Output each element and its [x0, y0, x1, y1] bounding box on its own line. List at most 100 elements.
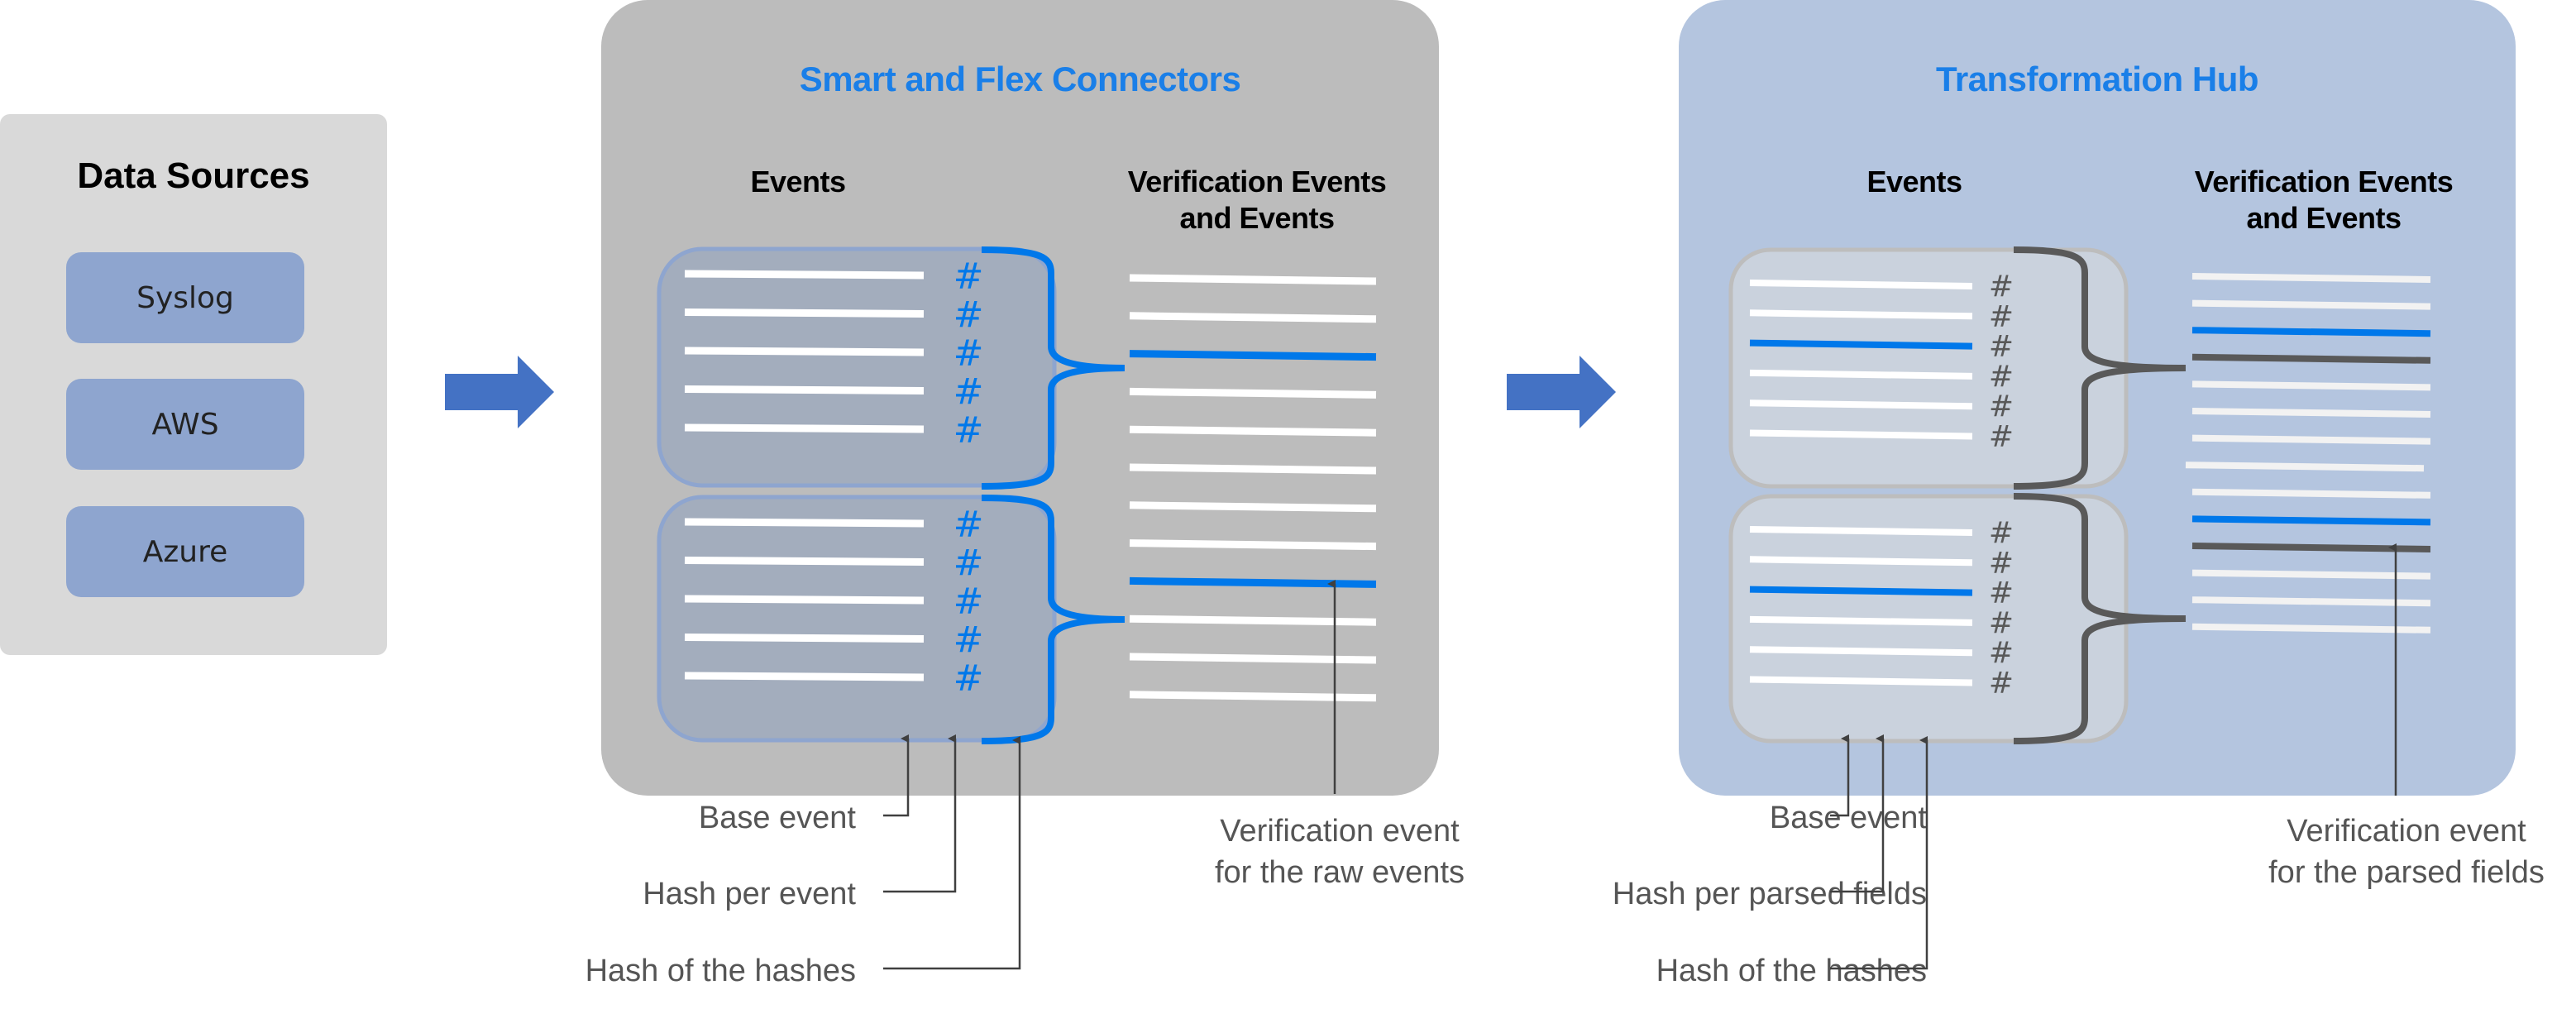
verification-line — [1129, 653, 1377, 664]
hash-symbol: # — [1989, 299, 2014, 333]
pointer-hash-of-hashes — [883, 736, 1021, 970]
event-line — [684, 595, 925, 605]
flow-arrow-icon — [445, 356, 554, 428]
hub-callout-hash-of-hashes: Hash of the hashes — [1656, 954, 1927, 988]
curly-brace — [981, 246, 1126, 490]
callout-verification-raw-line2: for the raw events — [1214, 855, 1465, 890]
callout-hash-per-event: Hash per event — [643, 877, 856, 911]
hash-symbol: # — [953, 409, 984, 452]
hub-pointer-hash-of-hashes — [1830, 736, 1928, 970]
hash-symbol: # — [1989, 606, 2014, 640]
verification-line — [1129, 387, 1377, 399]
pointer-base-event — [883, 734, 910, 817]
event-line — [1749, 646, 1973, 657]
hash-symbol: # — [1989, 270, 2014, 304]
hash-symbol: # — [953, 658, 984, 700]
event-line — [684, 308, 925, 318]
hub-pointer-hash-per-parsed-fields — [1830, 734, 1885, 893]
hub-verification-heading-line2: and Events — [2246, 201, 2402, 235]
verification-line — [1129, 463, 1377, 475]
smart-connectors-title: Smart and Flex Connectors — [799, 60, 1241, 98]
event-line — [1749, 676, 1973, 686]
event-line — [1749, 399, 1973, 410]
hash-symbol: # — [1989, 546, 2014, 580]
verification-line — [2185, 461, 2425, 472]
curly-brace — [981, 495, 1126, 744]
event-line — [1749, 369, 1973, 380]
event-line — [684, 518, 925, 528]
transformation-hub-title: Transformation Hub — [1935, 60, 2259, 98]
event-line-highlighted — [1749, 339, 1973, 350]
hash-symbol: # — [1989, 360, 2014, 394]
callout-verification-parsed: Verification event for the parsed fields — [2225, 811, 2576, 893]
verification-line — [1129, 312, 1377, 323]
verification-line — [1129, 539, 1377, 551]
verification-line — [2191, 408, 2431, 418]
smart-verification-heading: Verification Events and Events — [1100, 164, 1414, 237]
hash-symbol: # — [953, 294, 984, 337]
hash-symbol: # — [953, 619, 984, 662]
verification-line — [1129, 425, 1377, 437]
verification-line — [1129, 614, 1377, 626]
event-line — [684, 270, 925, 280]
callout-verification-parsed-line1: Verification event — [2287, 814, 2526, 849]
hash-symbol: # — [953, 581, 984, 623]
hub-verification-heading: Verification Events and Events — [2167, 164, 2481, 237]
event-group-box — [657, 495, 1057, 743]
event-line — [1749, 615, 1973, 626]
callout-verification-parsed-line2: for the parsed fields — [2268, 855, 2545, 890]
verification-line — [2191, 596, 2431, 607]
verification-line — [2191, 623, 2431, 634]
source-aws: AWS — [66, 379, 304, 470]
smart-events-heading: Events — [750, 165, 846, 198]
event-line — [684, 557, 925, 566]
verification-line — [2191, 273, 2431, 283]
verification-line — [2191, 569, 2431, 580]
verification-line-highlighted — [2191, 515, 2431, 526]
curly-brace — [2013, 246, 2186, 490]
hash-symbol: # — [953, 543, 984, 585]
verification-line-highlighted — [1129, 576, 1377, 588]
event-line — [1749, 526, 1973, 536]
hash-symbol: # — [1989, 636, 2014, 670]
verification-line — [2191, 488, 2431, 499]
hash-symbol: # — [1989, 420, 2014, 454]
event-line — [1749, 280, 1973, 289]
hash-symbol: # — [1989, 667, 2014, 701]
event-line — [684, 672, 925, 681]
event-line — [684, 423, 925, 433]
event-line — [684, 347, 925, 356]
verification-line — [1129, 501, 1377, 513]
smart-verification-heading-line2: and Events — [1179, 201, 1335, 235]
callout-verification-raw: Verification event for the raw events — [1158, 811, 1522, 893]
event-line — [1749, 556, 1973, 567]
event-line — [1749, 309, 1973, 320]
source-syslog: Syslog — [66, 252, 304, 343]
event-line — [684, 385, 925, 395]
callout-base-event: Base event — [698, 801, 856, 835]
callout-hash-of-hashes: Hash of the hashes — [585, 954, 856, 988]
curly-brace — [2013, 493, 2186, 744]
event-group-box — [657, 246, 1057, 488]
hash-symbol: # — [1989, 390, 2014, 423]
verification-line — [2191, 380, 2431, 391]
hash-symbol: # — [953, 332, 984, 375]
hub-verification-heading-line1: Verification Events — [2194, 165, 2454, 198]
source-azure: Azure — [66, 506, 304, 597]
verification-line — [2191, 299, 2431, 310]
event-line — [1749, 429, 1973, 440]
callout-verification-raw-line1: Verification event — [1220, 814, 1460, 849]
verification-line-highlighted — [1129, 350, 1377, 361]
hash-symbol: # — [1989, 576, 2014, 610]
verification-hash-line — [2191, 353, 2431, 364]
pointer-hash-per-event — [883, 734, 957, 893]
hub-events-heading: Events — [1866, 165, 1962, 198]
data-sources-title: Data Sources — [77, 155, 310, 196]
event-line-highlighted — [1749, 586, 1973, 596]
hub-callout-hash-per-parsed-fields: Hash per parsed fields — [1612, 877, 1927, 911]
event-line — [684, 634, 925, 643]
flow-arrow-icon — [1507, 356, 1616, 428]
verification-line — [2191, 434, 2431, 445]
verification-line — [1129, 274, 1377, 285]
